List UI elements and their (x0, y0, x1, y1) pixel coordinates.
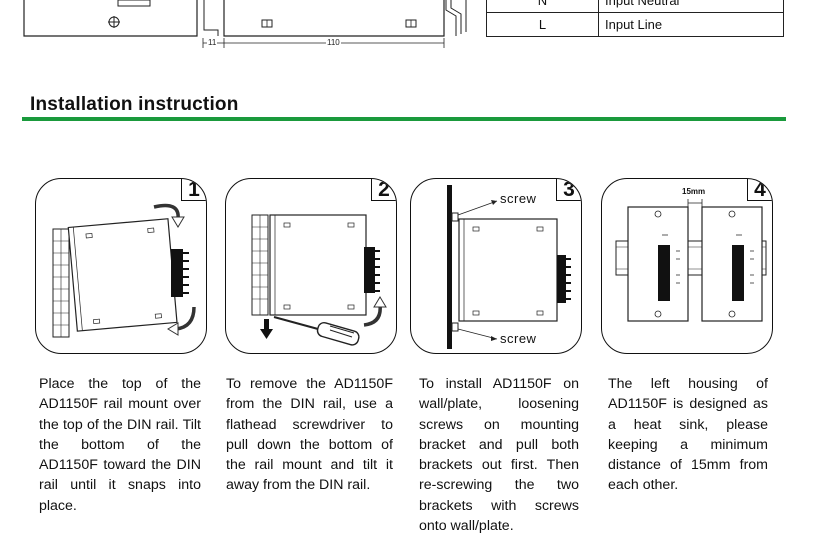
step-number-badge: 3 (556, 179, 581, 201)
step-2-panel: 2 (225, 178, 397, 354)
step-4-panel: 15mm 4 (601, 178, 773, 354)
step-1-text: Place the top of the AD1150F rail mount … (39, 376, 201, 514)
screw-callout-bottom: screw (500, 331, 537, 346)
rail-mount-illustration (52, 203, 196, 338)
dimension-drawing: 11 110 N Input Neutral L Input Line (0, 0, 830, 70)
step-1-panel: 1 (35, 178, 207, 354)
section-title: Installation instruction (30, 94, 239, 115)
step-number-badge: 1 (181, 179, 206, 201)
function-cell: Input Neutral (598, 0, 784, 13)
step-3-panel: screw screw 3 (410, 178, 582, 354)
dimension-label-small: 11 (207, 38, 218, 47)
pin-cell: N (486, 0, 599, 13)
dimension-label-large: 110 (326, 38, 341, 47)
table-row: N Input Neutral (486, 0, 784, 13)
step-number-badge: 4 (747, 179, 772, 201)
rail-removal-illustration (251, 214, 387, 346)
pin-assignment-table: N Input Neutral L Input Line (486, 0, 784, 37)
step-4-text: The left housing of AD1150F is designed … (608, 376, 768, 494)
function-cell: Input Line (598, 12, 784, 37)
step-number-badge: 2 (371, 179, 396, 201)
pin-cell: L (486, 12, 599, 37)
table-row: L Input Line (486, 12, 784, 37)
section-divider (22, 117, 786, 121)
housing-dimension-drawing (23, 0, 467, 48)
step-2-text: To remove the AD1150F from the DIN rail,… (226, 376, 393, 494)
screw-callout-top: screw (500, 191, 537, 206)
spacing-illustration (615, 199, 767, 322)
step-3-text: To install AD1150F on wall/plate, loosen… (419, 376, 579, 535)
gap-dimension-label: 15mm (682, 187, 706, 196)
wall-mount-illustration (447, 185, 571, 349)
